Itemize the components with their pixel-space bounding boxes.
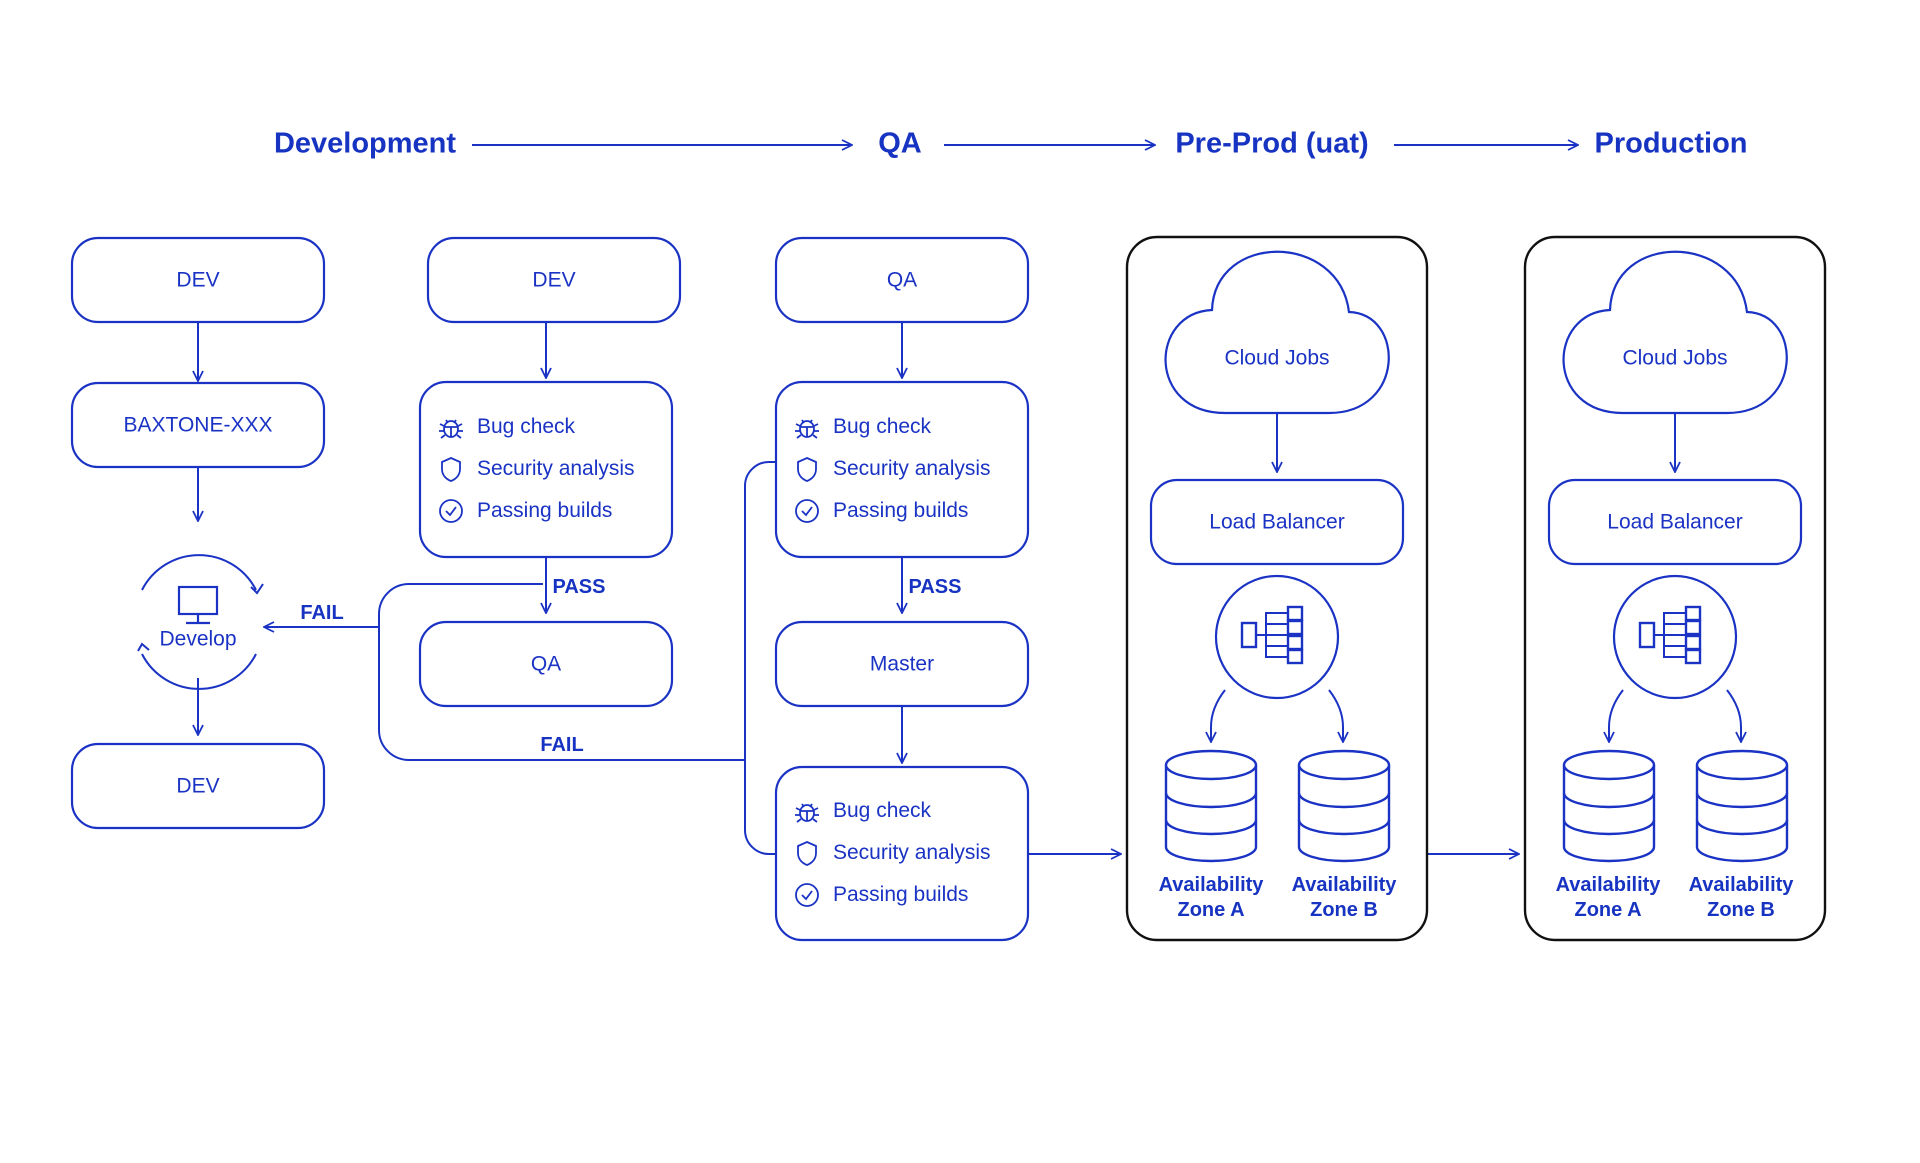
- pass-label-dev: PASS: [552, 576, 606, 598]
- dev-check-builds: Passing builds: [437, 497, 612, 525]
- database-icon-zone-a: [1562, 749, 1656, 863]
- final-check-bug: Bug check: [793, 797, 931, 825]
- production-lb-label: Load Balancer: [1607, 510, 1743, 534]
- arrow-to-zone-b: [1726, 689, 1741, 742]
- dev-stage-result-box: [418, 620, 674, 708]
- cycle-arc-top: [141, 554, 257, 591]
- fail-label-develop: FAIL: [300, 602, 344, 624]
- cycle-arrowhead-bottom: [137, 642, 150, 652]
- database-icon-zone-a: [1164, 749, 1258, 863]
- pass-label-qa: PASS: [908, 576, 962, 598]
- zone-a-line-1: Availability: [1555, 874, 1661, 896]
- bug-icon: [793, 797, 821, 825]
- preprod-environment: [1125, 235, 1429, 942]
- check-circle-icon: [437, 497, 465, 525]
- check-label: Passing builds: [833, 499, 969, 522]
- zone-a-line-2: Zone A: [1177, 899, 1245, 921]
- dev-top-label: DEV: [176, 268, 220, 292]
- qa-fail-bracket: [744, 461, 776, 855]
- final-check-builds: Passing builds: [793, 881, 968, 909]
- dev-stage-top-box: [426, 236, 682, 324]
- shield-icon: [437, 455, 465, 483]
- load-balancer-box: [1149, 478, 1405, 566]
- dev-stage-result-label: QA: [530, 652, 562, 676]
- qa-stage-result-label: Master: [869, 652, 935, 676]
- dev-stage-top-label: DEV: [532, 268, 576, 292]
- load-balancer-box: [1547, 478, 1803, 566]
- stage-title-preprod: Pre-Prod (uat): [1175, 127, 1369, 160]
- qa-stage-top-label: QA: [886, 268, 918, 292]
- bug-icon: [793, 413, 821, 441]
- cycle-arrowhead-top: [250, 583, 264, 595]
- zone-b-line-1: Availability: [1291, 874, 1397, 896]
- cloud-icon: [1562, 250, 1788, 415]
- qa-check-security: Security analysis: [793, 455, 991, 483]
- arrow-to-zone-a: [1609, 689, 1624, 742]
- check-label: Bug check: [833, 799, 932, 822]
- cloud-icon: [1164, 250, 1390, 415]
- dev-check-bug: Bug check: [437, 413, 575, 441]
- zone-a-line-1: Availability: [1158, 874, 1264, 896]
- bug-icon: [437, 413, 465, 441]
- check-label: Bug check: [477, 415, 576, 438]
- environment-container: [1125, 235, 1429, 942]
- environment-container: [1523, 235, 1827, 942]
- check-label: Security analysis: [833, 841, 991, 864]
- dev-check-security: Security analysis: [437, 455, 635, 483]
- check-label: Bug check: [833, 415, 932, 438]
- monitor-icon: [177, 585, 219, 625]
- database-icon-zone-b: [1297, 749, 1391, 863]
- database-icon-zone-b: [1695, 749, 1789, 863]
- production-zone-a-label: Availability Zone A: [1556, 873, 1661, 923]
- fail-loop-line: [378, 583, 746, 761]
- stage-title-production: Production: [1594, 127, 1748, 160]
- shield-icon: [793, 455, 821, 483]
- production-cloud-label: Cloud Jobs: [1622, 346, 1728, 370]
- zone-a-line-2: Zone A: [1574, 899, 1642, 921]
- shield-icon: [793, 839, 821, 867]
- dev-bottom-label: DEV: [176, 774, 220, 798]
- develop-label: Develop: [159, 627, 237, 651]
- check-circle-icon: [793, 881, 821, 909]
- check-circle-icon: [793, 497, 821, 525]
- check-label: Passing builds: [477, 499, 613, 522]
- cycle-arc-bottom: [141, 653, 257, 690]
- check-label: Security analysis: [477, 457, 635, 480]
- router-circle: [1214, 574, 1340, 700]
- preprod-lb-label: Load Balancer: [1209, 510, 1345, 534]
- zone-b-line-2: Zone B: [1707, 899, 1775, 921]
- stage-title-qa: QA: [878, 127, 922, 160]
- arrow-to-zone-b: [1328, 689, 1343, 742]
- dev-bottom-box: [70, 742, 326, 830]
- production-environment: [1523, 235, 1827, 942]
- preprod-zone-a-label: Availability Zone A: [1159, 873, 1264, 923]
- final-check-security: Security analysis: [793, 839, 991, 867]
- branch-label: BAXTONE-XXX: [123, 413, 273, 437]
- production-zone-b-label: Availability Zone B: [1689, 873, 1794, 923]
- check-label: Passing builds: [833, 883, 969, 906]
- qa-check-builds: Passing builds: [793, 497, 968, 525]
- fail-label-loop: FAIL: [540, 734, 584, 756]
- preprod-zone-b-label: Availability Zone B: [1292, 873, 1397, 923]
- router-circle: [1612, 574, 1738, 700]
- preprod-cloud-label: Cloud Jobs: [1224, 346, 1330, 370]
- check-label: Security analysis: [833, 457, 991, 480]
- arrow-to-zone-a: [1211, 689, 1226, 742]
- zone-b-line-2: Zone B: [1310, 899, 1378, 921]
- stage-title-development: Development: [273, 127, 457, 160]
- qa-check-bug: Bug check: [793, 413, 931, 441]
- zone-b-line-1: Availability: [1688, 874, 1794, 896]
